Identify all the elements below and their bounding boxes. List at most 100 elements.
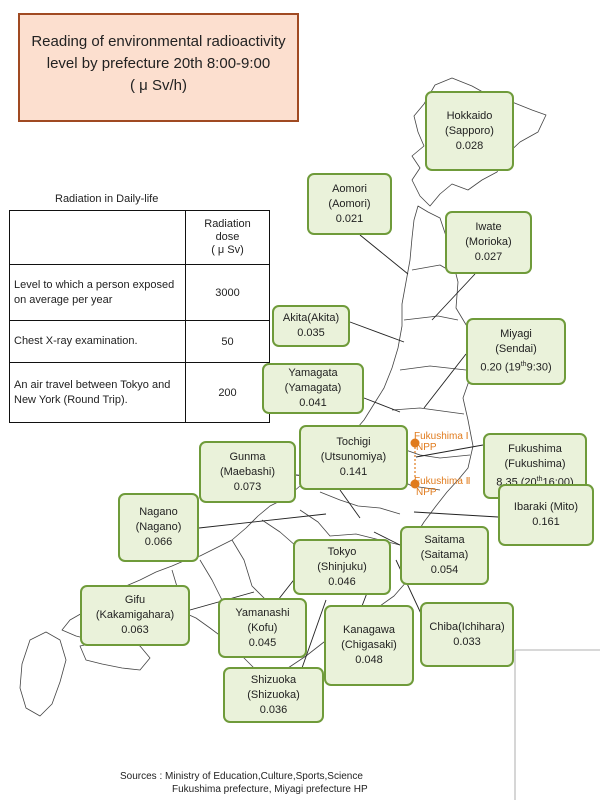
pref-city: (Saitama): [420, 549, 469, 561]
npp-2-line-2: NPP: [416, 487, 437, 498]
pref-value: 0.041: [299, 397, 327, 409]
pref-value: 0.028: [455, 139, 484, 152]
pref-city: (Kofu): [247, 621, 278, 634]
box-ibaraki: Ibaraki (Mito) 0.161: [498, 484, 594, 546]
pref-name: Fukushima: [508, 442, 562, 455]
pref-city: (Chigasaki): [341, 639, 397, 651]
pref-city: (Mito): [549, 501, 579, 513]
title-line-1: Reading of environmental radioactivity: [31, 33, 286, 50]
pref-value: 0.141: [339, 466, 368, 478]
pref-city: (Morioka): [465, 236, 512, 248]
pref-value-line: 0.20 (19th9:30): [480, 361, 552, 374]
box-tokyo: Tokyo (Shinjuku) 0.046: [293, 539, 391, 595]
header-line-2: dose: [215, 231, 240, 243]
fukushima-1-marker: [410, 438, 420, 448]
leader-fukushima: [415, 444, 484, 458]
pref-city: (Sapporo): [445, 124, 494, 137]
pref-name: Yamanashi: [235, 606, 290, 619]
row-value: 50: [185, 320, 270, 363]
fukushima-2-npp-label: Fukushima Ⅱ NPP: [414, 476, 471, 498]
pref-value: 0.045: [248, 636, 277, 649]
header-line-1: Radiation: [204, 218, 251, 230]
leader-iwate: [431, 273, 476, 321]
pref-value: 0.161: [532, 516, 560, 528]
box-akita: Akita(Akita) 0.035: [272, 305, 350, 347]
pref-name: Tokyo: [327, 545, 357, 558]
row-value: 3000: [185, 264, 270, 321]
box-yamanashi: Yamanashi (Kofu) 0.045: [218, 598, 307, 658]
pref-name: Miyagi: [500, 328, 532, 341]
pref-name: Shizuoka: [250, 673, 297, 686]
pref-city: (Sendai): [495, 343, 537, 356]
table-row: An air travel between Tokyo and New York…: [9, 362, 270, 423]
pref-city: (Utsunomiya): [320, 451, 387, 463]
row-value: 200: [185, 362, 270, 423]
pref-name: Akita: [282, 312, 308, 324]
box-saitama: Saitama (Saitama) 0.054: [400, 526, 489, 585]
pref-note-sup: th: [520, 361, 527, 369]
pref-value: 0.021: [335, 212, 364, 225]
header-line-3: ( μ Sv): [211, 244, 244, 256]
title-box: Reading of environmental radioactivity l…: [18, 13, 299, 122]
npp-1-line-1: Fukushima Ⅰ: [414, 431, 469, 442]
box-hokkaido: Hokkaido (Sapporo) 0.028: [425, 91, 514, 171]
kyushu-outline: [19, 631, 67, 717]
box-kanagawa: Kanagawa (Chigasaki) 0.048: [324, 605, 414, 686]
npp-1-line-2: NPP: [416, 442, 437, 453]
pref-name: Ibaraki: [513, 501, 547, 513]
fukushima-2-marker: [410, 479, 420, 489]
row-desc: An air travel between Tokyo and New York…: [9, 362, 186, 423]
leader-tochigi: [339, 489, 361, 519]
pref-city: (Maebashi): [219, 465, 276, 478]
box-shizuoka: Shizuoka (Shizuoka) 0.036: [223, 667, 324, 723]
pref-name: Aomori: [332, 182, 367, 195]
pref-value: 0.20: [480, 361, 502, 374]
title-line-3: ( μ Sv/h): [130, 77, 187, 94]
pref-name: Tochigi: [336, 436, 371, 448]
pref-value: 0.054: [430, 564, 459, 576]
pref-value: 0.046: [328, 575, 356, 588]
pref-city: (Aomori): [328, 197, 371, 210]
npp-2-line-1: Fukushima Ⅱ: [414, 476, 471, 487]
leader-akita: [349, 321, 405, 343]
pref-value: 0.033: [453, 635, 481, 648]
pref-value: 0.066: [144, 536, 173, 548]
box-iwate: Iwate (Morioka) 0.027: [445, 211, 532, 274]
pref-name: Nagano: [139, 506, 178, 518]
sources-line-1: Sources : Ministry of Education,Culture,…: [120, 771, 363, 782]
pref-value: 0.048: [355, 654, 383, 666]
title-line-2: level by prefecture 20th 8:00-9:00: [46, 55, 271, 72]
pref-name: Saitama: [424, 534, 465, 546]
daily-life-caption: Radiation in Daily-life: [55, 193, 159, 205]
leader-aomori: [359, 234, 409, 275]
pref-city: (Shinjuku): [317, 560, 367, 573]
box-gunma: Gunma (Maebashi) 0.073: [199, 441, 296, 503]
pref-value: 0.073: [233, 480, 262, 493]
leader-saitama: [373, 531, 401, 546]
sources-note: Sources : Ministry of Education,Culture,…: [120, 770, 368, 796]
pref-name: Hokkaido: [446, 109, 493, 122]
pref-value: 0.035: [297, 327, 325, 339]
sources-line-2: Fukushima prefecture, Miyagi prefecture …: [172, 784, 368, 795]
table-row: Chest X-ray examination. 50: [9, 320, 270, 363]
fukushima-1-npp-label: Fukushima Ⅰ NPP: [414, 431, 469, 453]
leader-ibaraki: [413, 511, 499, 518]
pref-city: (Fukushima): [504, 457, 566, 470]
pref-value: 0.063: [121, 624, 149, 636]
box-yamagata: Yamagata (Yamagata) 0.041: [262, 363, 364, 414]
table-row: Level to which a person exposed on avera…: [9, 264, 270, 321]
box-aomori: Aomori (Aomori) 0.021: [307, 173, 392, 235]
row-desc: Level to which a person exposed on avera…: [9, 264, 186, 321]
pref-city: (Shizuoka): [247, 688, 300, 701]
pref-name: Gifu: [124, 594, 146, 606]
pref-city: (Yamagata): [284, 382, 342, 394]
daily-life-table: Radiation dose ( μ Sv) Level to which a …: [9, 210, 270, 423]
box-chiba: Chiba(Ichihara) 0.033: [420, 602, 514, 667]
pref-value: 0.027: [474, 251, 503, 263]
row-desc: Chest X-ray examination.: [9, 320, 186, 363]
pref-city: (Akita): [307, 312, 340, 324]
leader-nagano: [198, 513, 327, 529]
pref-city: (Ichihara): [458, 620, 505, 633]
pref-value: 0.036: [259, 703, 288, 716]
pref-label: Chiba(Ichihara): [422, 620, 512, 635]
